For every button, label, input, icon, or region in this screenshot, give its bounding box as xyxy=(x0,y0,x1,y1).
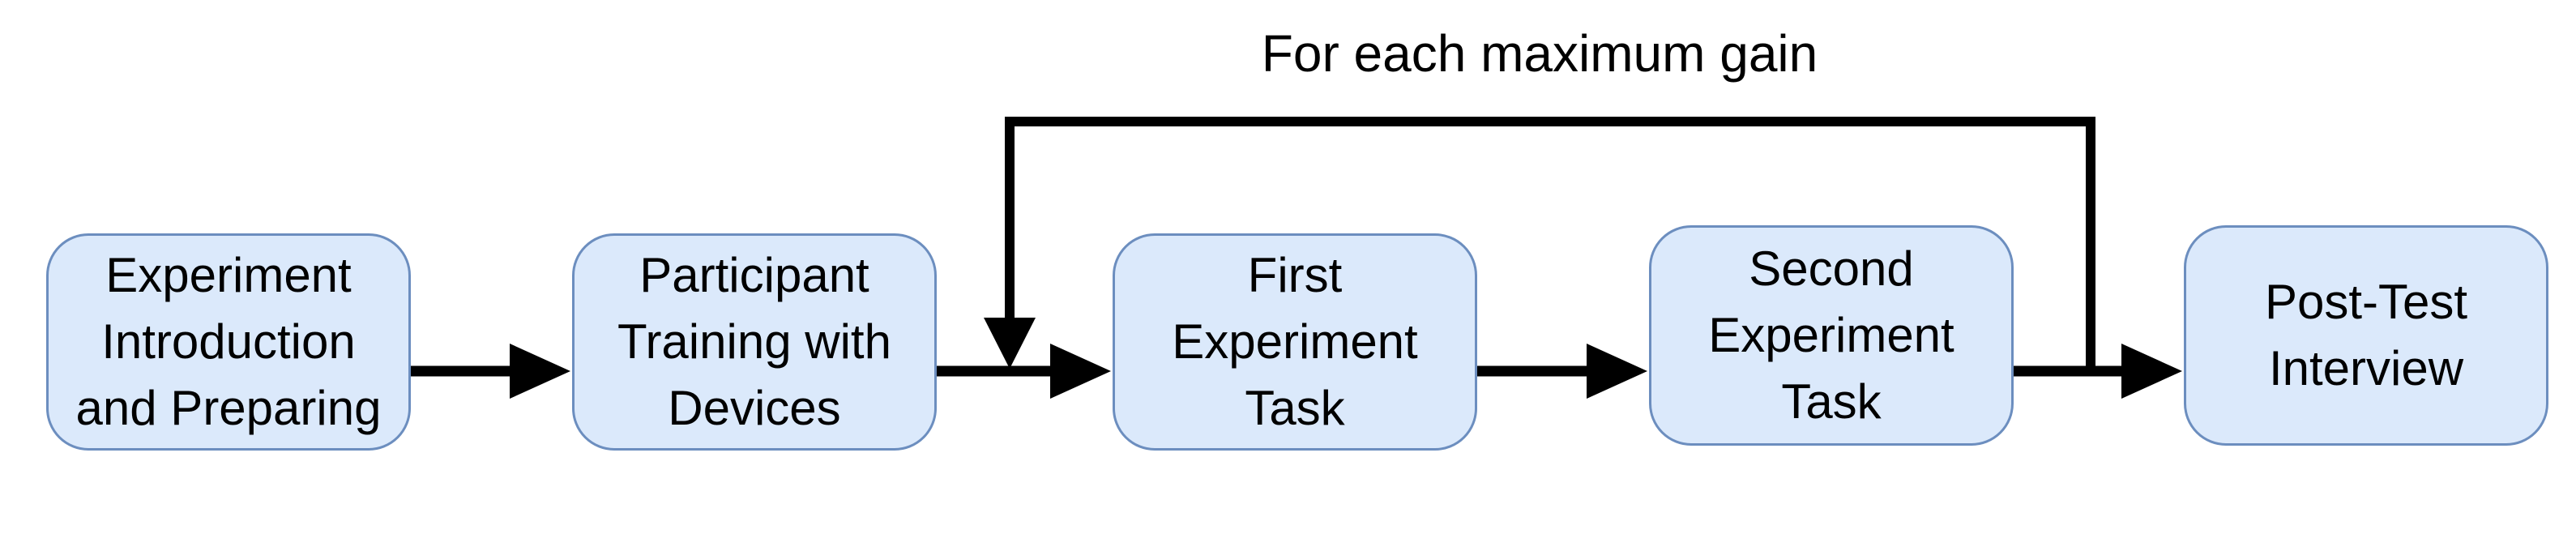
flow-box-first-experiment-task: First Experiment Task xyxy=(1113,233,1477,451)
flow-box-second-experiment-task: Second Experiment Task xyxy=(1649,225,2014,446)
arrow-second-task-to-post-test xyxy=(2012,344,2182,399)
flow-box-experiment-introduction: Experiment Introduction and Preparing xyxy=(46,233,411,451)
arrow-training-to-first-task xyxy=(935,344,1111,399)
loop-label: For each maximum gain xyxy=(1261,24,1818,83)
flow-box-post-test-interview: Post-Test Interview xyxy=(2184,225,2548,446)
flow-box-participant-training: Participant Training with Devices xyxy=(572,233,937,451)
arrow-first-task-to-second-task xyxy=(1476,344,1647,399)
arrow-intro-to-training xyxy=(409,344,570,399)
loop-arrow-for-each-maximum-gain xyxy=(984,117,2095,369)
